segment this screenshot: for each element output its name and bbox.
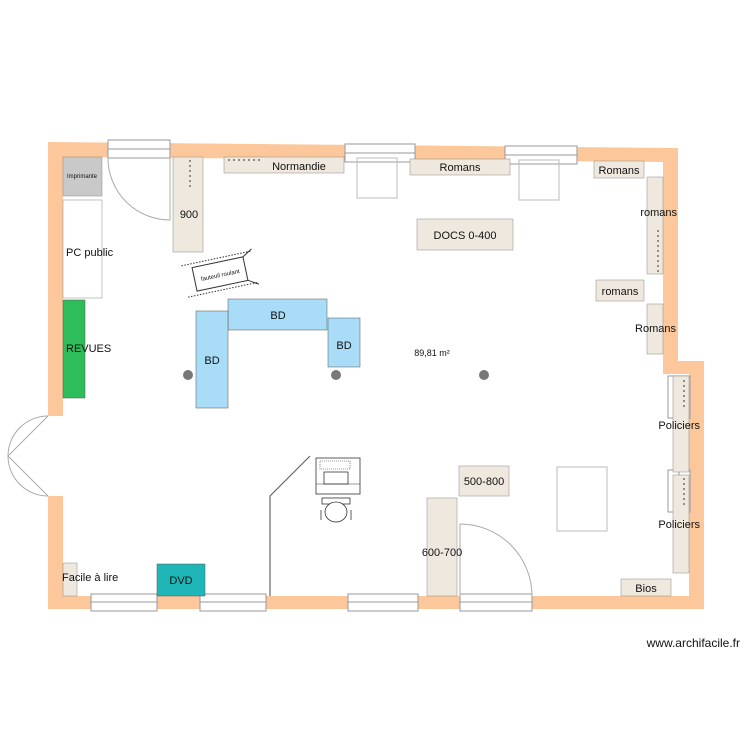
shelf-500-800-label: 500-800: [464, 476, 504, 488]
window-icon: [199, 593, 267, 612]
policiers-1-label: Policiers: [658, 420, 700, 432]
romans-right-vertical-label: romans: [640, 207, 677, 219]
romans-shelf-top-right[interactable]: Romans: [593, 160, 645, 179]
romans-right-lower-label: Romans: [635, 323, 676, 335]
docs-0-400-shelf[interactable]: DOCS 0-400: [416, 218, 514, 251]
reception-desk[interactable]: [315, 457, 361, 495]
bd-shelf-right[interactable]: BD: [327, 317, 361, 368]
walls: [48, 142, 704, 609]
policiers-2-label: Policiers: [658, 519, 700, 531]
policiers-shelf-1[interactable]: Policiers: [658, 375, 700, 473]
facile-a-lire-shelf[interactable]: Facile à lire: [62, 562, 118, 597]
bd-shelf-left[interactable]: BD: [195, 310, 229, 409]
window-icon: [504, 145, 578, 165]
pillar-icon: [183, 370, 193, 380]
bd-left-label: BD: [204, 355, 219, 367]
door-swing-icon: [107, 157, 171, 221]
wheelchair-icon[interactable]: fauteuil roulant: [181, 248, 260, 299]
interior-lines: [269, 157, 608, 596]
area-label: 89,81 m²: [414, 348, 450, 358]
revues-label: REVUES: [66, 343, 111, 355]
pc-public[interactable]: PC public: [62, 199, 114, 299]
shelf-600-700-label: 600-700: [422, 547, 462, 559]
bd-top-label: BD: [270, 310, 285, 322]
policiers-shelf-2[interactable]: Policiers: [658, 474, 700, 574]
romans-shelf-right-lower[interactable]: Romans: [635, 303, 676, 355]
shelf-900[interactable]: 900: [172, 156, 204, 253]
facile-a-lire-label: Facile à lire: [62, 572, 118, 584]
romans-top-label: Romans: [440, 162, 481, 174]
romans-shelf-top[interactable]: Romans: [409, 158, 511, 176]
pillar-icon: [479, 370, 489, 380]
romans-top-right-label: Romans: [599, 165, 640, 177]
outer-walls: [48, 142, 704, 609]
dvd-shelf[interactable]: DVD: [156, 563, 206, 597]
bd-shelf-top[interactable]: BD: [227, 298, 328, 331]
shelf-600-700[interactable]: 600-700: [422, 497, 462, 597]
dvd-label: DVD: [169, 575, 192, 587]
entrance-double-door[interactable]: [7, 415, 68, 497]
window-icon: [347, 593, 419, 612]
window-icon: [459, 593, 533, 612]
pillar-icon: [331, 370, 341, 380]
romans-small-shelf[interactable]: romans: [595, 279, 645, 302]
normandie-label: Normandie: [272, 161, 326, 173]
window-icon: [90, 593, 158, 612]
printer-label: Imprimante: [67, 174, 98, 180]
door-swing-icon: [459, 523, 533, 597]
shelf-900-label: 900: [180, 209, 198, 221]
normandie-shelf[interactable]: Normandie: [223, 156, 345, 174]
shelf-500-800[interactable]: 500-800: [458, 465, 510, 497]
watermark: www.archifacile.fr: [646, 636, 740, 650]
bd-right-label: BD: [336, 340, 351, 352]
bios-label: Bios: [635, 583, 657, 595]
window-icon: [107, 139, 171, 159]
printer[interactable]: Imprimante: [62, 156, 103, 197]
romans-small-label: romans: [602, 286, 639, 298]
desk-chair-icon[interactable]: [320, 497, 352, 523]
docs-0-400-label: DOCS 0-400: [434, 230, 497, 242]
romans-shelf-right-vertical[interactable]: romans: [640, 176, 677, 275]
revues-shelf[interactable]: REVUES: [62, 299, 111, 399]
bios-shelf[interactable]: Bios: [620, 578, 672, 597]
pc-public-label: PC public: [66, 247, 114, 259]
window-icon: [344, 143, 416, 163]
